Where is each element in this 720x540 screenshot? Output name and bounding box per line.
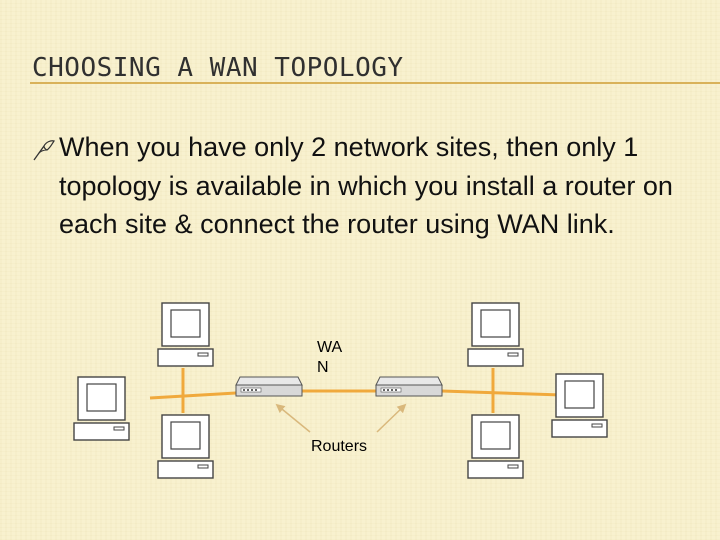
computer-icon-left-far bbox=[73, 376, 130, 441]
computer-icon-left-top bbox=[157, 302, 214, 367]
right-lan-horizontal-link bbox=[441, 389, 563, 397]
computer-icon-right-bottom bbox=[467, 414, 524, 479]
arrow-to-right-router bbox=[376, 403, 407, 433]
slide-title: CHOOSING A WAN TOPOLOGY bbox=[32, 53, 404, 83]
computer-icon-right-top bbox=[467, 302, 524, 367]
routers-label: Routers bbox=[311, 438, 368, 455]
arrow-to-left-router bbox=[275, 403, 311, 433]
router-icon-right bbox=[375, 376, 443, 397]
wan-label: WA N bbox=[317, 339, 342, 376]
title-underline bbox=[30, 82, 720, 84]
computer-icon-right-far bbox=[551, 373, 608, 438]
router-icon-left bbox=[235, 376, 303, 397]
flag-bullet-icon bbox=[33, 140, 55, 161]
bullet-text: When you have only 2 network sites, then… bbox=[59, 132, 673, 239]
left-lan-horizontal-link bbox=[149, 391, 237, 400]
computer-icon-left-bottom bbox=[157, 414, 214, 479]
